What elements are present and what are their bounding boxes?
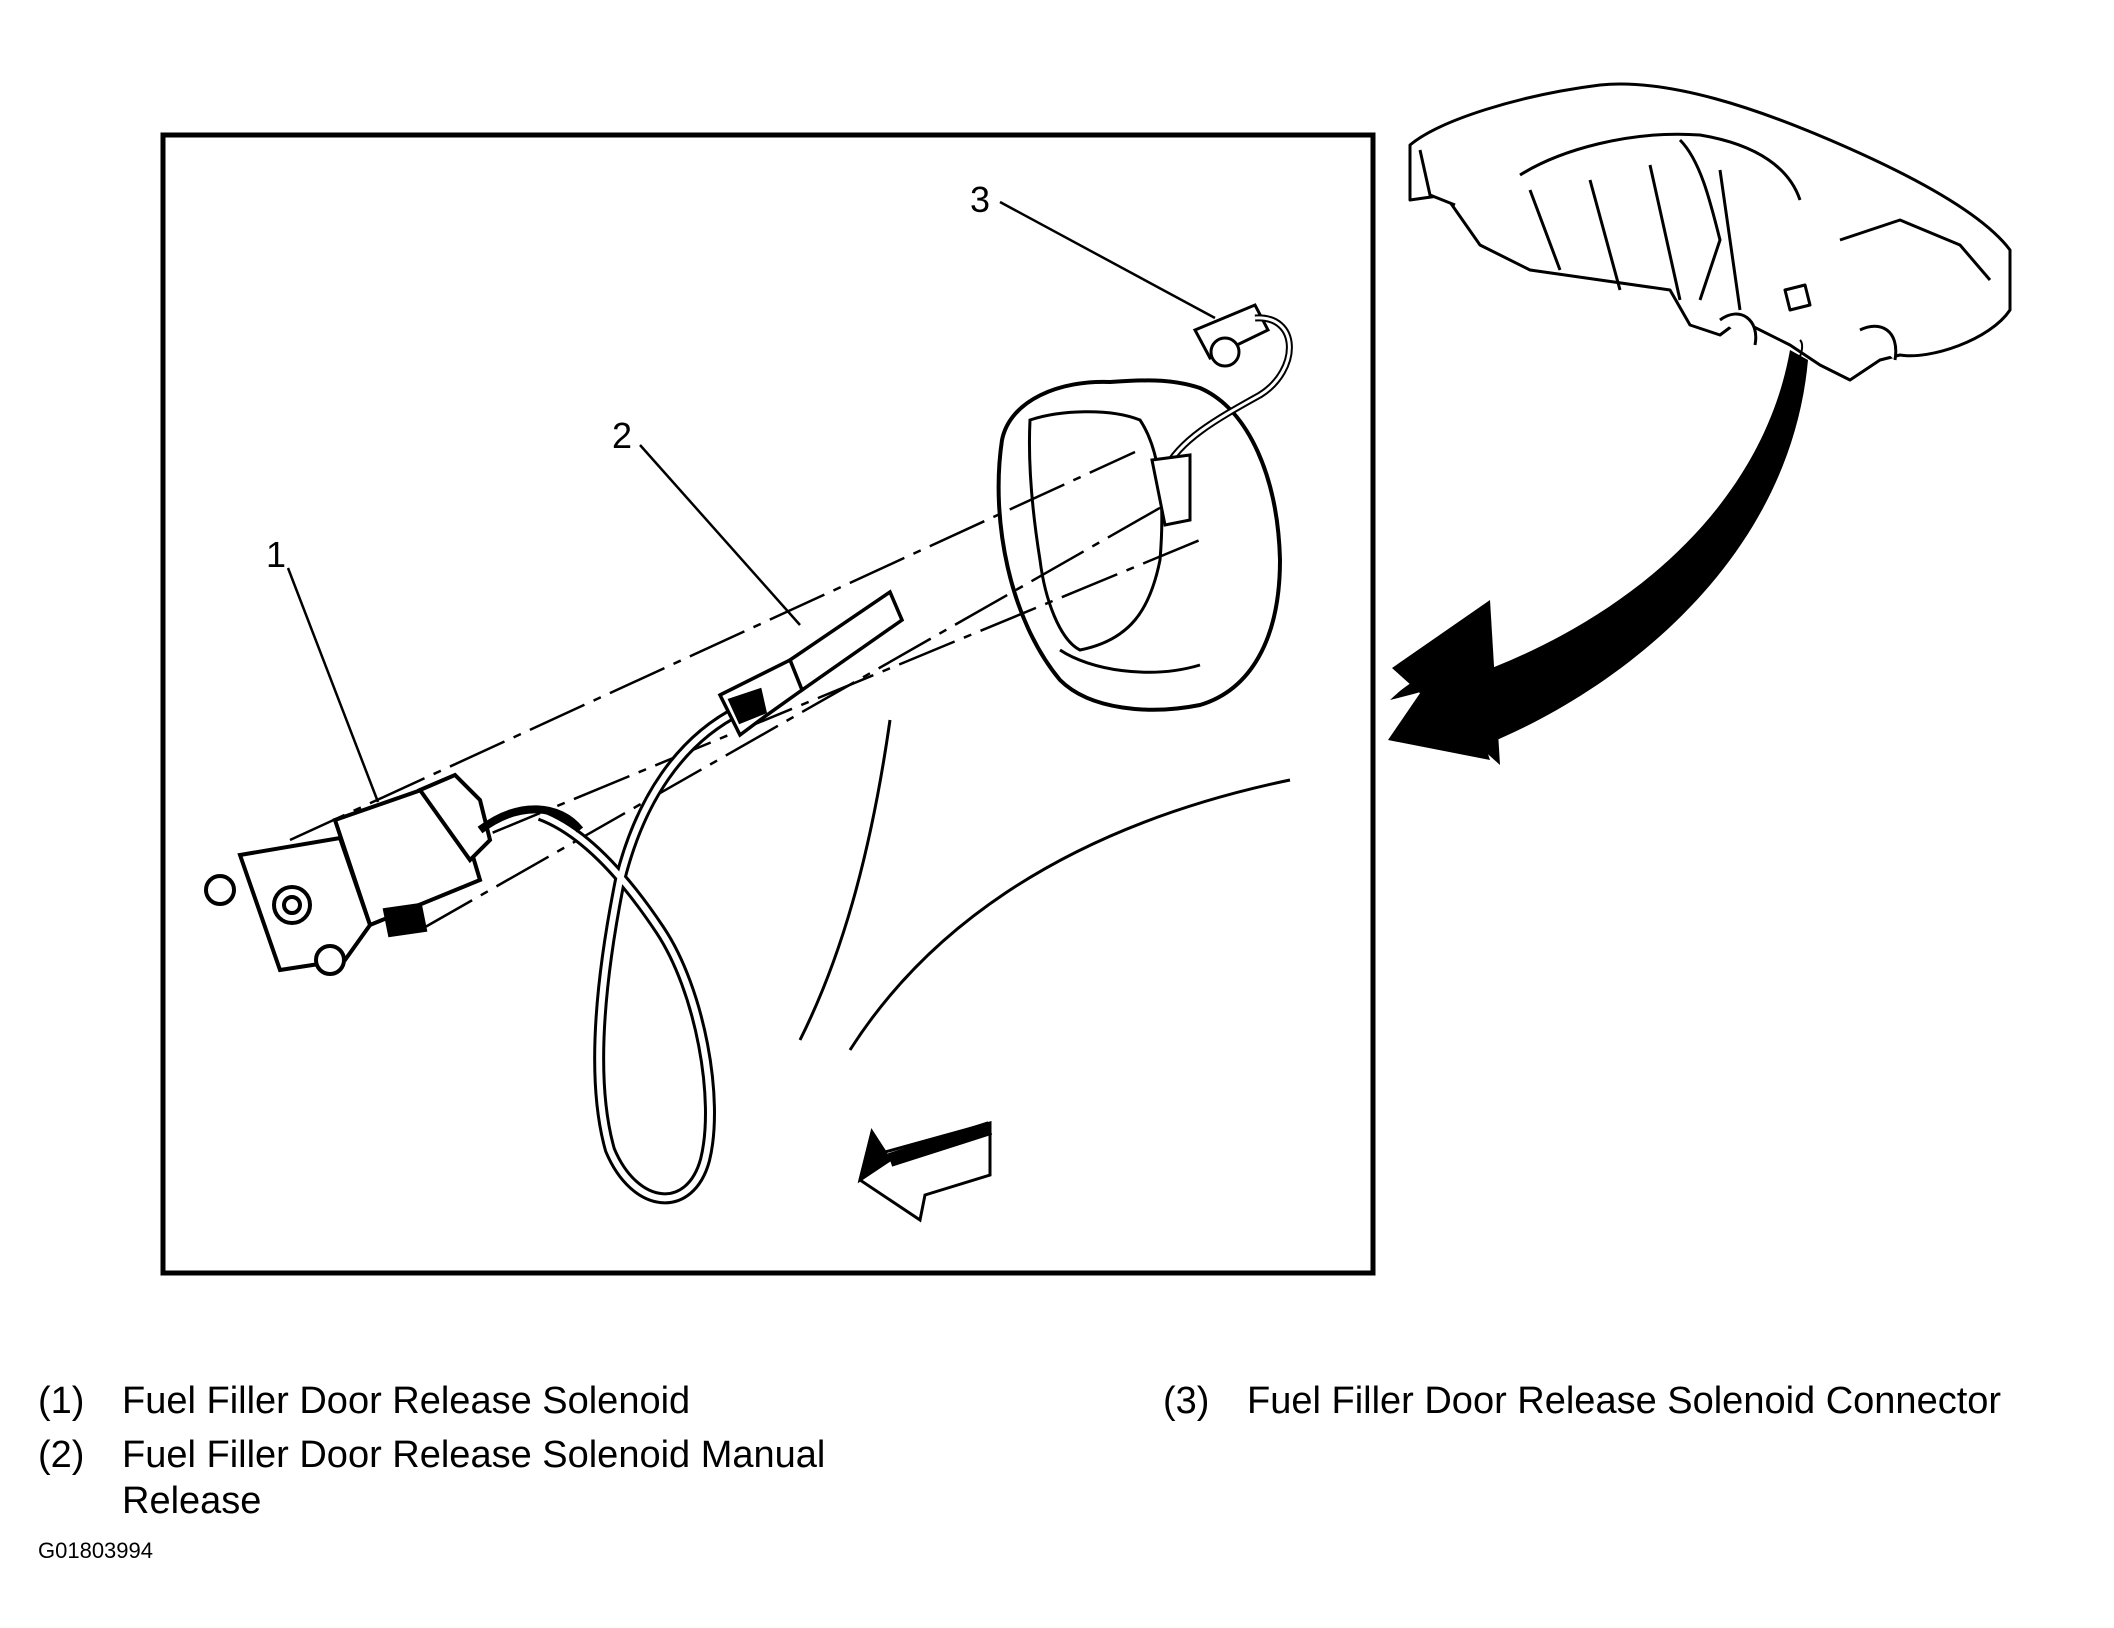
callout-1: 1 [266, 534, 286, 575]
legend-text: Fuel Filler Door Release Solenoid Connec… [1247, 1380, 2002, 1422]
locator-arrow-head [1392, 600, 1500, 765]
manual-release-handle [717, 589, 905, 738]
legend-item-2: (2) Fuel Filler Door Release Solenoid Ma… [38, 1432, 1038, 1524]
solenoid-connector [1150, 303, 1293, 527]
figure-id: G01803994 [38, 1538, 153, 1563]
legend-text: Fuel Filler Door Release Solenoid [122, 1380, 691, 1422]
legend-number: (2) [38, 1434, 85, 1476]
body-panel-lines [798, 719, 1291, 1051]
legend-item-1: (1) Fuel Filler Door Release Solenoid [38, 1378, 1038, 1424]
callout-leaders [286, 200, 1216, 803]
detail-frame [160, 132, 1376, 1276]
alignment-lines [289, 450, 1201, 932]
locator-arrow [1388, 350, 1808, 760]
forward-arrow [857, 1121, 993, 1223]
legend-item-3: (3) Fuel Filler Door Release Solenoid Co… [1163, 1378, 2103, 1424]
manual-release-cable [537, 704, 743, 1205]
fuel-filler-door-housing [996, 378, 1283, 712]
locator-pointer-line [1794, 339, 1804, 366]
legend-number: (3) [1163, 1380, 1210, 1422]
legend-number: (1) [38, 1380, 85, 1422]
callout-3: 3 [970, 179, 990, 220]
vehicle-body-shell [1408, 82, 2012, 382]
callout-2: 2 [612, 415, 632, 456]
release-solenoid [204, 772, 584, 976]
legend-text-line-2: Release [122, 1480, 262, 1522]
legend-text-line-1: Fuel Filler Door Release Solenoid Manual [122, 1434, 826, 1476]
fuel-door-solenoid-diagram: 1 2 3 [160, 82, 2012, 1276]
